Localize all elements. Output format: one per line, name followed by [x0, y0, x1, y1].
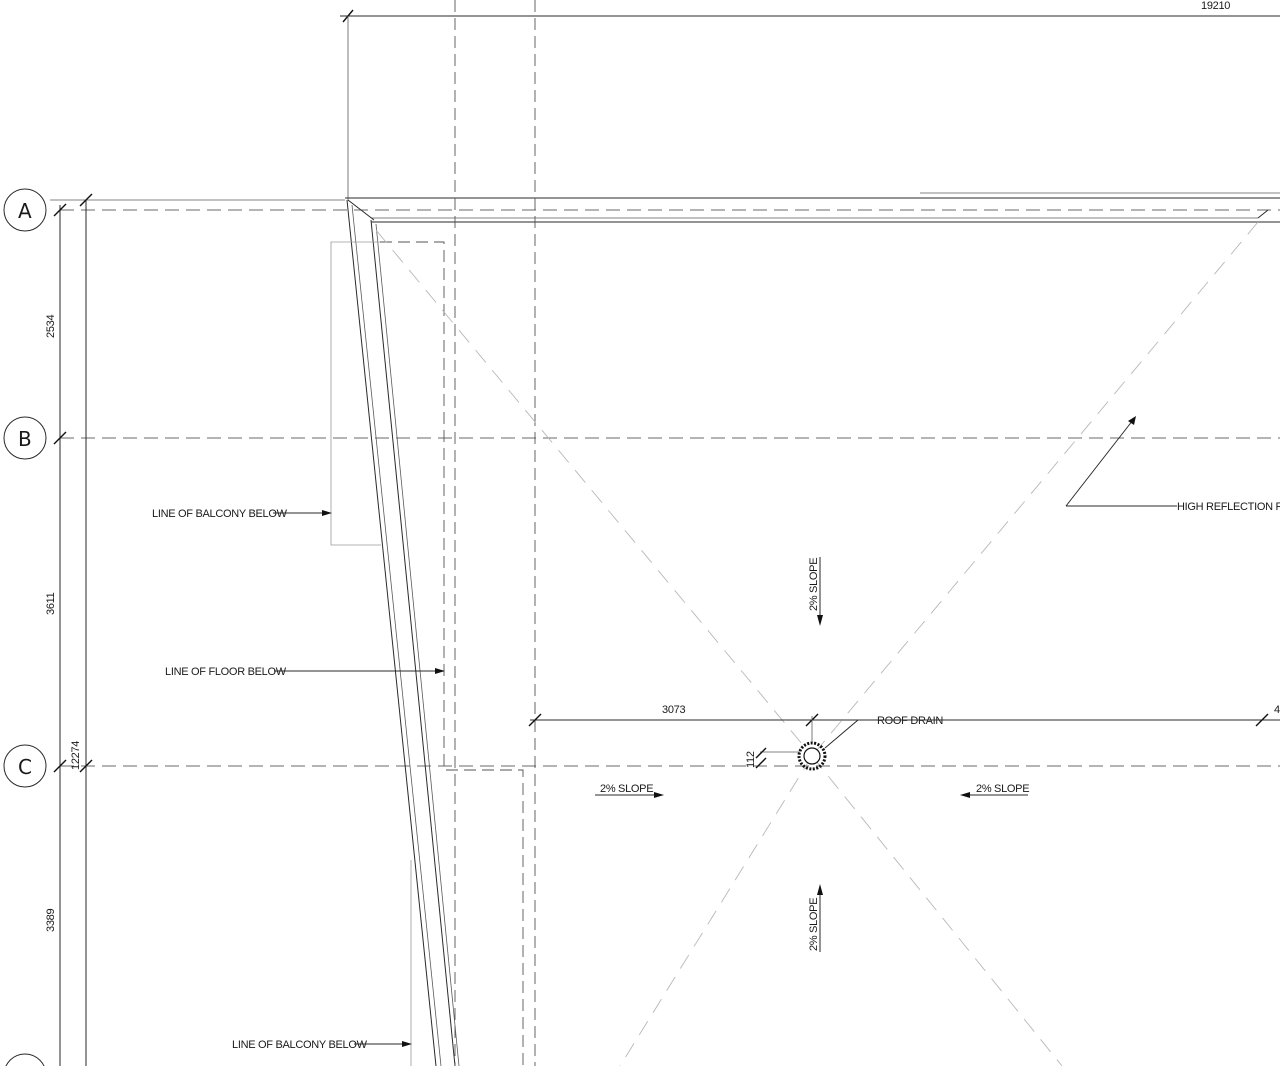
high-reflection-note: HIGH REFLECTION RO [1065, 416, 1280, 513]
grid-lines [60, 209, 1280, 767]
overall-width-label: 19210 [1201, 0, 1230, 12]
vertical-dimensions: 2534 3611 12274 3389 [45, 193, 345, 1066]
hidden-columns [454, 0, 536, 1066]
slope-diagonals [375, 221, 1259, 1066]
svg-text:2% SLOPE: 2% SLOPE [808, 898, 820, 951]
roof-drain-label: ROOF DRAIN [877, 715, 943, 727]
svg-text:LINE OF FLOOR BELOW: LINE OF FLOOR BELOW [165, 666, 287, 678]
slope-arrow-left: 2% SLOPE [595, 783, 664, 798]
note-balcony-upper: LINE OF BALCONY BELOW [152, 508, 332, 520]
dim-right-partial: 4 [1274, 704, 1280, 716]
slope-arrow-right: 2% SLOPE [960, 783, 1030, 798]
note-floor-below: LINE OF FLOOR BELOW [165, 666, 445, 678]
dim-b-c: 3611 [45, 592, 57, 615]
slope-arrow-top: 2% SLOPE [808, 557, 823, 626]
svg-text:D: D [17, 1064, 32, 1066]
roof-drain-symbol: ROOF DRAIN [797, 715, 944, 771]
grid-bubble-a: A [3, 188, 47, 232]
svg-text:2% SLOPE: 2% SLOPE [976, 783, 1029, 795]
svg-text:C: C [18, 755, 32, 779]
grid-bubble-d: D [5, 1053, 45, 1066]
grid-bubble-b: B [3, 416, 47, 460]
svg-text:2% SLOPE: 2% SLOPE [600, 783, 653, 795]
high-reflection-label: HIGH REFLECTION RO [1177, 501, 1280, 513]
dim-overall-height: 12274 [70, 741, 82, 770]
svg-text:LINE OF BALCONY BELOW: LINE OF BALCONY BELOW [152, 508, 288, 520]
dim-to-drain: 3073 [662, 704, 685, 716]
slope-arrow-bottom: 2% SLOPE [808, 884, 823, 952]
drain-dimension: 3073 4 112 [528, 704, 1280, 769]
grid-bubble-c: C [3, 744, 47, 788]
dim-drain-offset: 112 [745, 751, 757, 768]
dim-a-b: 2534 [45, 315, 57, 338]
below-outlines [330, 241, 524, 1066]
svg-text:B: B [18, 427, 32, 451]
overall-width-dimension: 19210 [340, 0, 1280, 200]
svg-text:2% SLOPE: 2% SLOPE [808, 558, 820, 611]
note-balcony-lower: LINE OF BALCONY BELOW [232, 1039, 412, 1051]
roof-parapet [345, 192, 1280, 1066]
svg-text:A: A [18, 199, 32, 223]
dim-c-d: 3389 [45, 909, 57, 932]
svg-text:LINE OF BALCONY BELOW: LINE OF BALCONY BELOW [232, 1039, 368, 1051]
